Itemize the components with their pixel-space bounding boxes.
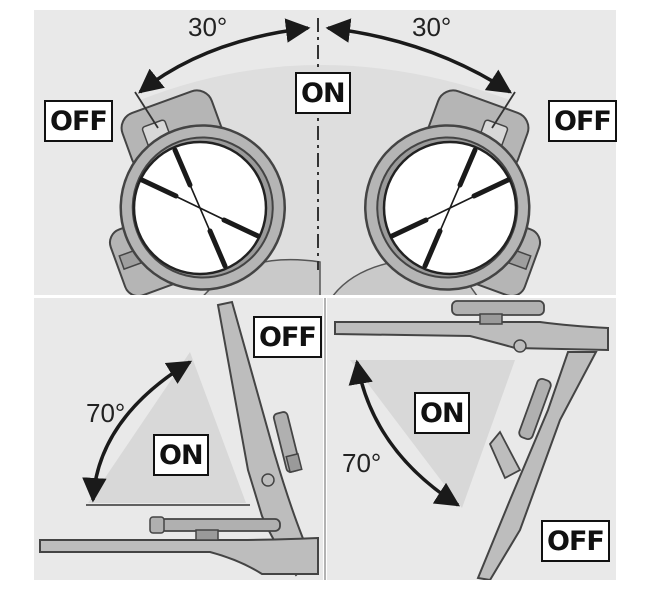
angle-label-top-left: 30° [188, 12, 228, 42]
off-label-bottom-left: OFF [253, 316, 322, 358]
bl-horizontal-rifle [39, 516, 319, 575]
on-label-bottom-left: ON [153, 434, 209, 476]
angle-label-top-right: 30° [412, 12, 452, 42]
left-tilt-guide [134, 91, 159, 129]
right-reticle [389, 147, 511, 269]
br-horizontal-rifle [334, 300, 609, 353]
left-angle-arrow [138, 18, 311, 94]
off-label-top-left: OFF [44, 100, 113, 142]
angle-label-bottom-right: 70° [342, 448, 382, 478]
on-label-top: ON [295, 72, 351, 114]
br-diagonal-rifle [476, 351, 598, 580]
br-angle-arrow [348, 359, 461, 507]
angle-label-bottom-left: 70° [86, 398, 126, 428]
off-label-bottom-right: OFF [541, 520, 610, 562]
bl-angle-arrow [82, 360, 193, 503]
off-label-top-right: OFF [548, 100, 617, 142]
on-label-bottom-right: ON [414, 392, 470, 434]
right-tilt-guide [491, 91, 516, 129]
left-reticle [139, 147, 261, 269]
right-angle-arrow [325, 18, 513, 94]
